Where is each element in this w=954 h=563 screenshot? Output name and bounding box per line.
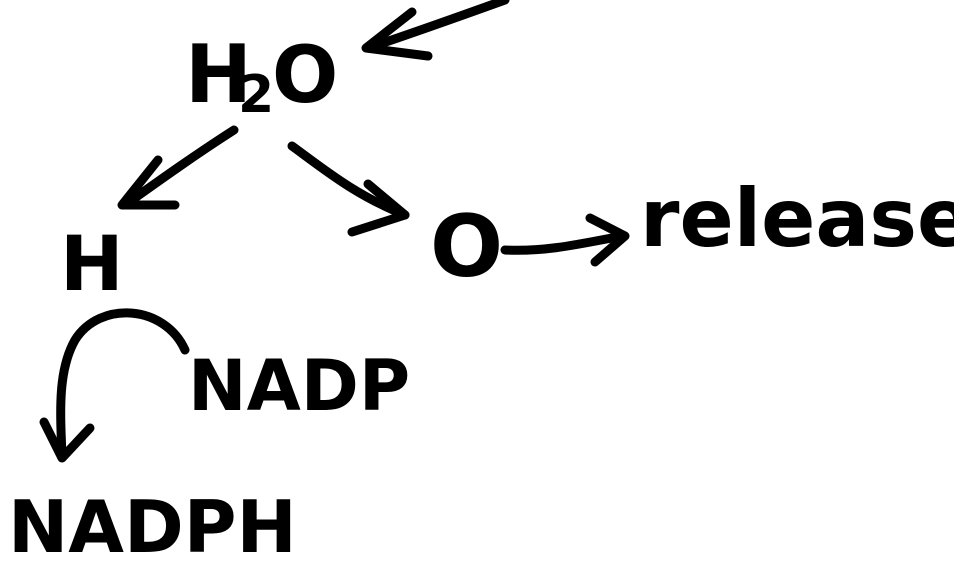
node-released: released (640, 172, 954, 265)
arrow-reduction-curve (39, 308, 190, 463)
node-oxygen: O (430, 197, 503, 297)
node-water: H 2 O (185, 28, 338, 125)
arrow-water-to-o (287, 141, 410, 237)
node-hydrogen: H (60, 219, 124, 308)
arrow-into-water (361, 0, 510, 61)
arrow-water-to-h (117, 125, 239, 210)
node-nadp: NADP (188, 345, 410, 427)
arrow-oxygen-to-released (500, 213, 630, 267)
water-subscript: 2 (238, 65, 274, 125)
node-nadph: NADPH (8, 485, 297, 563)
water-h: H (185, 28, 252, 121)
water-o: O (272, 31, 338, 121)
